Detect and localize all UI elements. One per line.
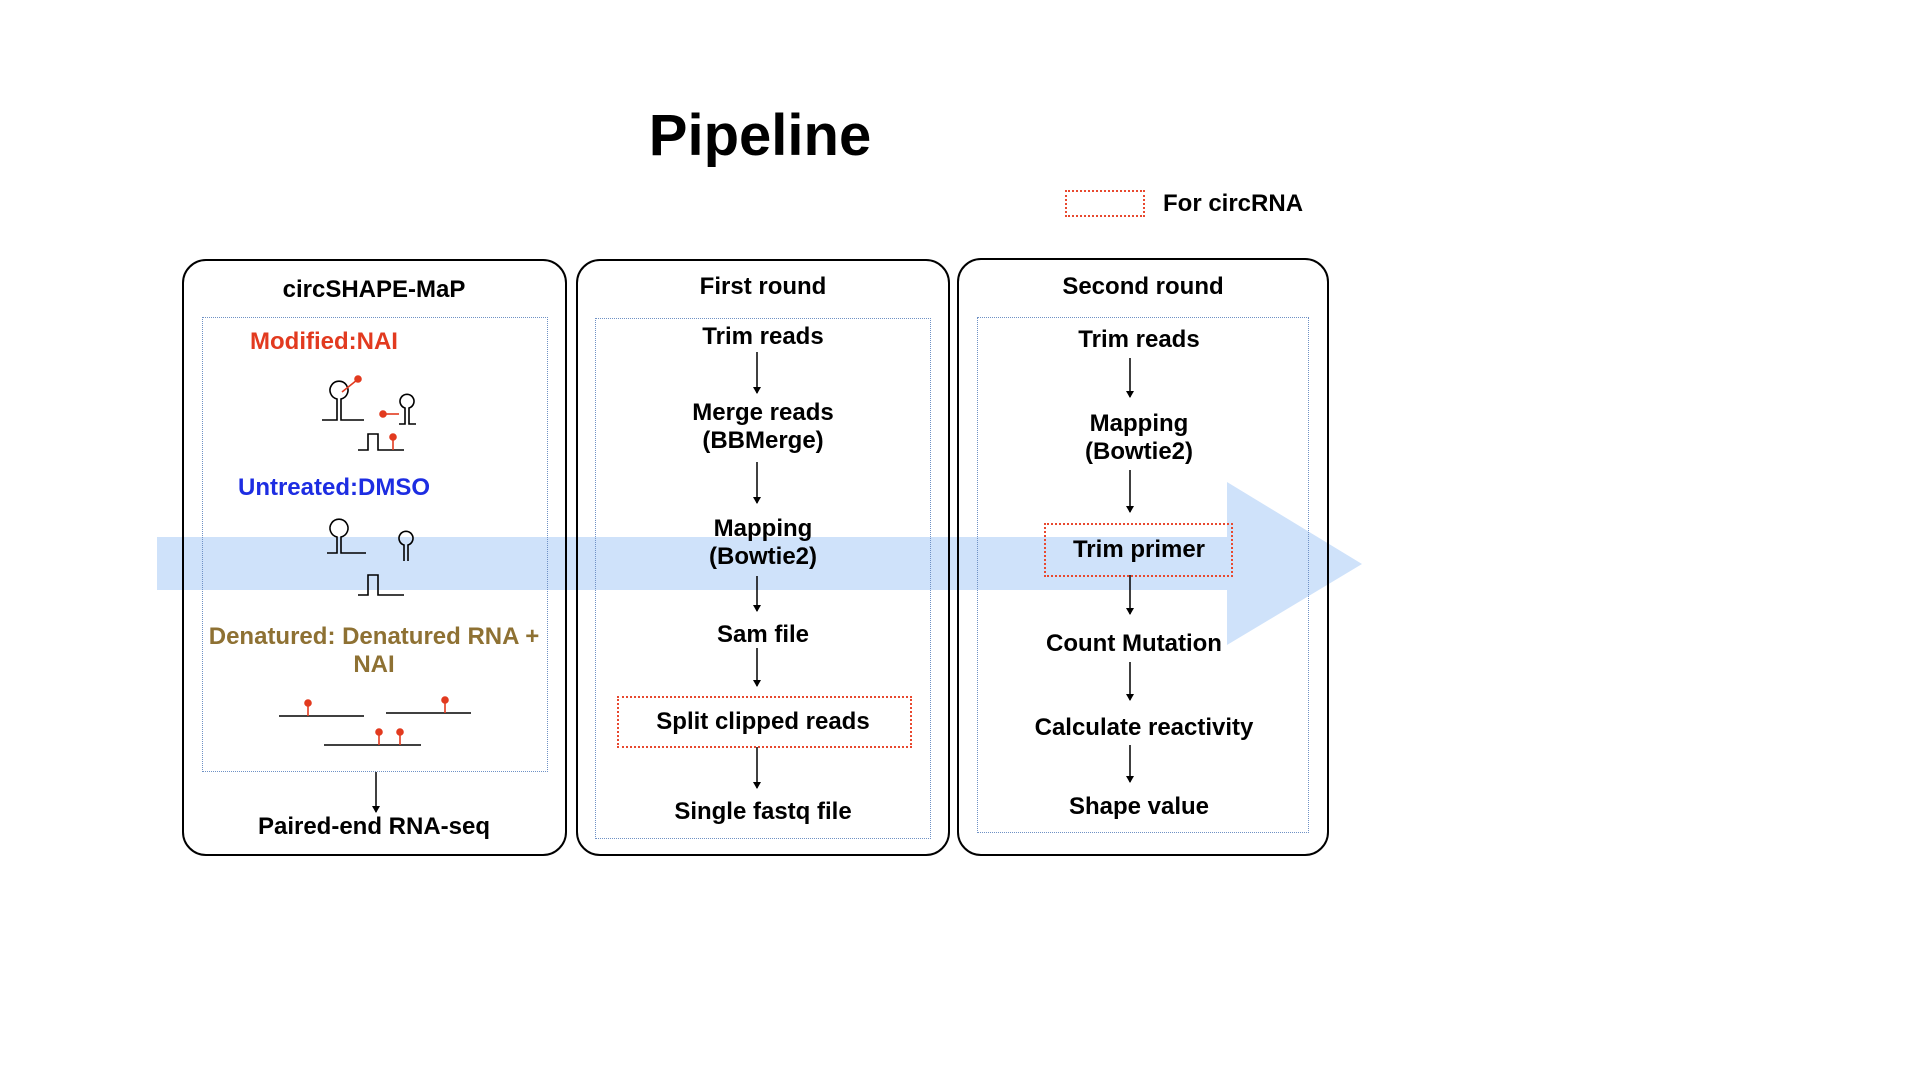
step-mapping: Mapping(Bowtie2) bbox=[709, 515, 817, 570]
legend-dotted-box-icon bbox=[1065, 190, 1145, 217]
step-calculate-reactivity: Calculate reactivity bbox=[1034, 714, 1254, 741]
inner-box bbox=[202, 317, 548, 772]
denatured-label: Denatured: Denatured RNA + NAI bbox=[208, 623, 540, 678]
panel-second-round: Second round Trim reads Mapping(Bowtie2)… bbox=[957, 258, 1329, 856]
step-single-fastq: Single fastq file bbox=[674, 798, 852, 825]
step-trim-reads: Trim reads bbox=[702, 323, 824, 350]
step-count-mutation: Count Mutation bbox=[1046, 630, 1222, 657]
inner-box bbox=[977, 317, 1309, 833]
step-sam-file: Sam file bbox=[716, 621, 810, 648]
page-title: Pipeline bbox=[648, 103, 872, 168]
step-trim-primer: Trim primer bbox=[1072, 536, 1206, 563]
inner-box bbox=[595, 318, 931, 839]
step-shape-value: Shape value bbox=[1068, 793, 1210, 820]
panel-header: circSHAPE-MaP bbox=[282, 276, 466, 303]
panel-circshape: circSHAPE-MaP Modified:NAI Untreated:DMS… bbox=[182, 259, 567, 856]
step-mapping: Mapping(Bowtie2) bbox=[1085, 410, 1193, 465]
circrna-step-box bbox=[1044, 523, 1233, 577]
modified-label: Modified:NAI bbox=[250, 328, 398, 355]
output-label: Paired-end RNA-seq bbox=[257, 813, 491, 840]
panel-first-round: First round Trim reads Merge reads(BBMer… bbox=[576, 259, 950, 856]
legend-label: For circRNA bbox=[1163, 190, 1304, 217]
panel-header: First round bbox=[699, 273, 827, 300]
panel-header: Second round bbox=[1062, 273, 1224, 300]
step-merge-reads: Merge reads(BBMerge) bbox=[692, 399, 834, 454]
step-split-clipped-reads: Split clipped reads bbox=[656, 708, 870, 735]
circrna-step-box bbox=[617, 696, 912, 748]
untreated-label: Untreated:DMSO bbox=[237, 474, 430, 501]
step-trim-reads: Trim reads bbox=[1078, 326, 1200, 353]
